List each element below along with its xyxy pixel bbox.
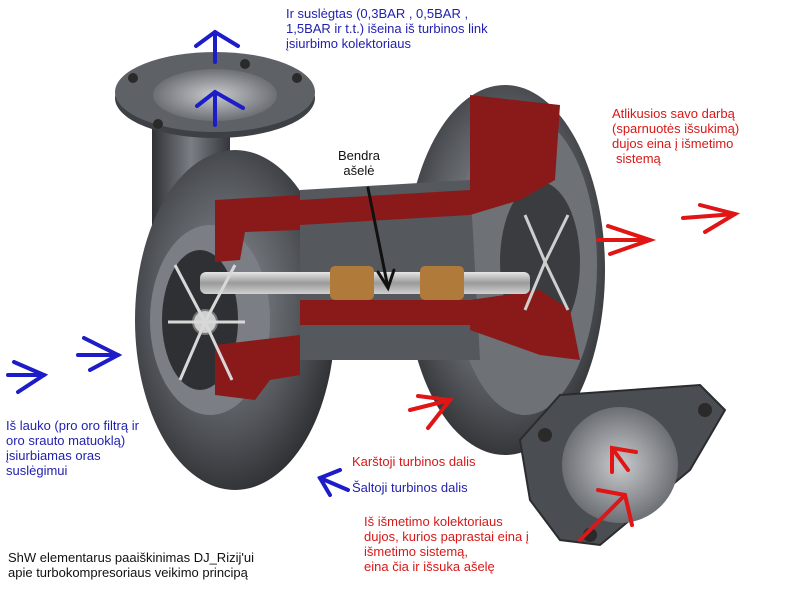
credit-line-1: ShW elementarus paaiškinimas DJ_Rizij'ui — [8, 550, 254, 565]
air-intake-line-3: įsiurbiamas oras — [6, 448, 101, 463]
exhaust-out-label: Atlikusios savo darbą (sparnuotės išsuki… — [612, 106, 739, 166]
air-intake-label: Iš lauko (pro oro filtrą ir oro srauto m… — [6, 418, 139, 478]
compressor-outlet-line-1: Ir suslėgtas (0,3BAR , 0,5BAR , — [286, 6, 469, 21]
cold-side-label: Šaltoji turbinos dalis — [352, 480, 468, 495]
compressor-outlet-line-3: įsiurbimo kolektoriaus — [286, 36, 411, 51]
compressor-outlet-label: Ir suslėgtas (0,3BAR , 0,5BAR , 1,5BAR i… — [286, 6, 488, 51]
air-intake-line-2: oro srauto matuoklą) — [6, 433, 126, 448]
exhaust-in-line-2: dujos, kurios paprastai eina į — [364, 529, 529, 544]
compressor-outlet-line-2: 1,5BAR ir t.t.) išeina iš turbinos link — [286, 21, 488, 36]
exhaust-in-line-3: išmetimo sistemą, — [364, 544, 469, 559]
outlet-arrow-1 — [194, 29, 240, 64]
exhaust-in-arrow-1 — [610, 445, 638, 474]
exhaust-in-arrow-2 — [578, 488, 634, 542]
shaft-label: Bendra ašelė — [338, 148, 380, 178]
hot-side-label: Karštoji turbinos dalis — [352, 454, 476, 469]
hot-side-text: Karštoji turbinos dalis — [352, 454, 476, 469]
center-housing-cutaway — [215, 95, 580, 400]
shaft-assembly — [192, 266, 530, 335]
turbine-wheel — [523, 214, 570, 311]
air-intake-line-4: suslėgimui — [6, 463, 68, 478]
exhaust-in-label: Iš išmetimo kolektoriaus dujos, kurios p… — [364, 514, 529, 574]
exhaust-out-arrow-1 — [596, 224, 657, 256]
intake-arrow-2 — [76, 336, 123, 372]
exhaust-out-line-3: dujos eina į išmetimo — [612, 136, 734, 151]
credit-label: ShW elementarus paaiškinimas DJ_Rizij'ui… — [8, 550, 254, 580]
cold-side-text: Šaltoji turbinos dalis — [352, 480, 468, 495]
cold-side-arrow — [317, 468, 350, 497]
shaft-line-2: ašelė — [343, 163, 375, 178]
exhaust-out-line-4: sistemą — [616, 151, 661, 166]
hot-side-arrow — [408, 394, 454, 430]
exhaust-out-line-1: Atlikusios savo darbą — [612, 106, 735, 121]
exhaust-in-line-4: eina čia ir išsuka ašelę — [364, 559, 495, 574]
air-intake-line-1: Iš lauko (pro oro filtrą ir — [6, 418, 139, 433]
exhaust-out-arrow-2 — [681, 203, 741, 234]
intake-arrow-1 — [6, 360, 49, 394]
credit-line-2: apie turbokompresoriaus veikimo principą — [8, 565, 248, 580]
exhaust-out-line-2: (sparnuotės išsukimą) — [612, 121, 740, 136]
exhaust-in-line-1: Iš išmetimo kolektoriaus — [364, 514, 503, 529]
outlet-arrow-2 — [195, 89, 245, 127]
shaft-pointer-arrow — [366, 186, 396, 292]
shaft-line-1: Bendra — [338, 148, 380, 163]
compressor-wheel — [168, 264, 245, 381]
